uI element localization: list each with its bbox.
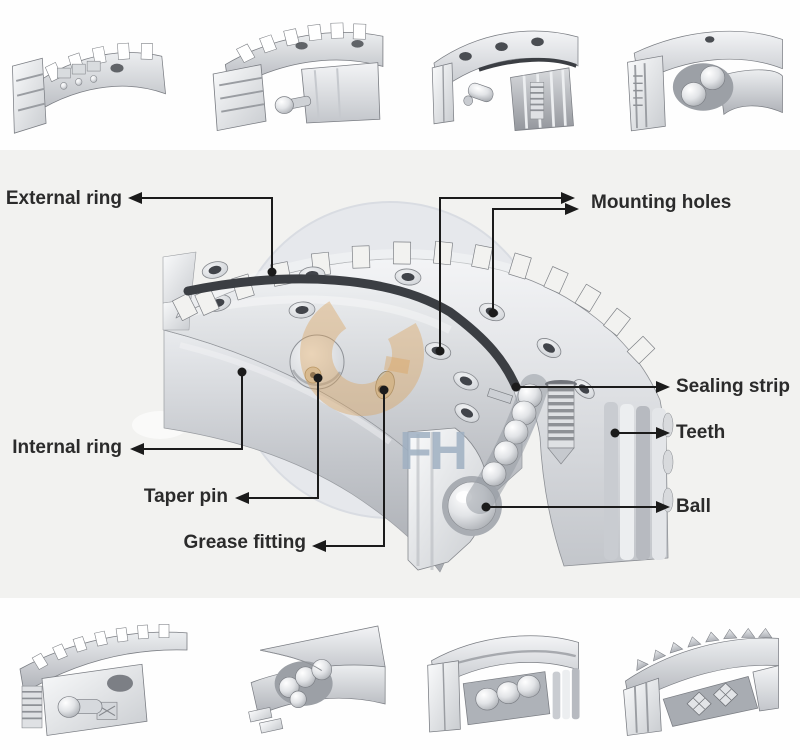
label-grease-fitting: Grease fitting	[183, 532, 306, 553]
cage-rollers	[56, 60, 101, 90]
thumbnail-bearing-gear-grease-nipple	[205, 8, 388, 140]
thumbnail-bearing-crossed-roller	[616, 613, 786, 740]
label-sealing-strip: Sealing strip	[676, 376, 791, 397]
diagram-panel	[0, 150, 800, 598]
thumbnail-bearing-ball-cluster	[233, 613, 396, 743]
label-ball: Ball	[676, 496, 711, 517]
label-external-ring: External ring	[5, 188, 122, 209]
roller	[463, 82, 494, 106]
ball-pin	[274, 95, 312, 114]
thumbnail-bearing-roller-row	[420, 615, 593, 743]
crossed-rollers	[686, 682, 739, 716]
thumbnail-bearing-gear-pin	[12, 612, 192, 745]
label-mounting-holes: Mounting holes	[591, 192, 732, 213]
label-taper-pin: Taper pin	[143, 486, 228, 507]
label-internal-ring: Internal ring	[12, 437, 122, 458]
thumbnail-bearing-external-gear-cage	[5, 7, 173, 145]
label-teeth: Teeth	[676, 422, 726, 443]
pin	[57, 696, 103, 718]
thumbnail-bearing-flanged-roller	[425, 10, 587, 145]
thumbnail-bearing-double-row-ball	[620, 12, 790, 140]
